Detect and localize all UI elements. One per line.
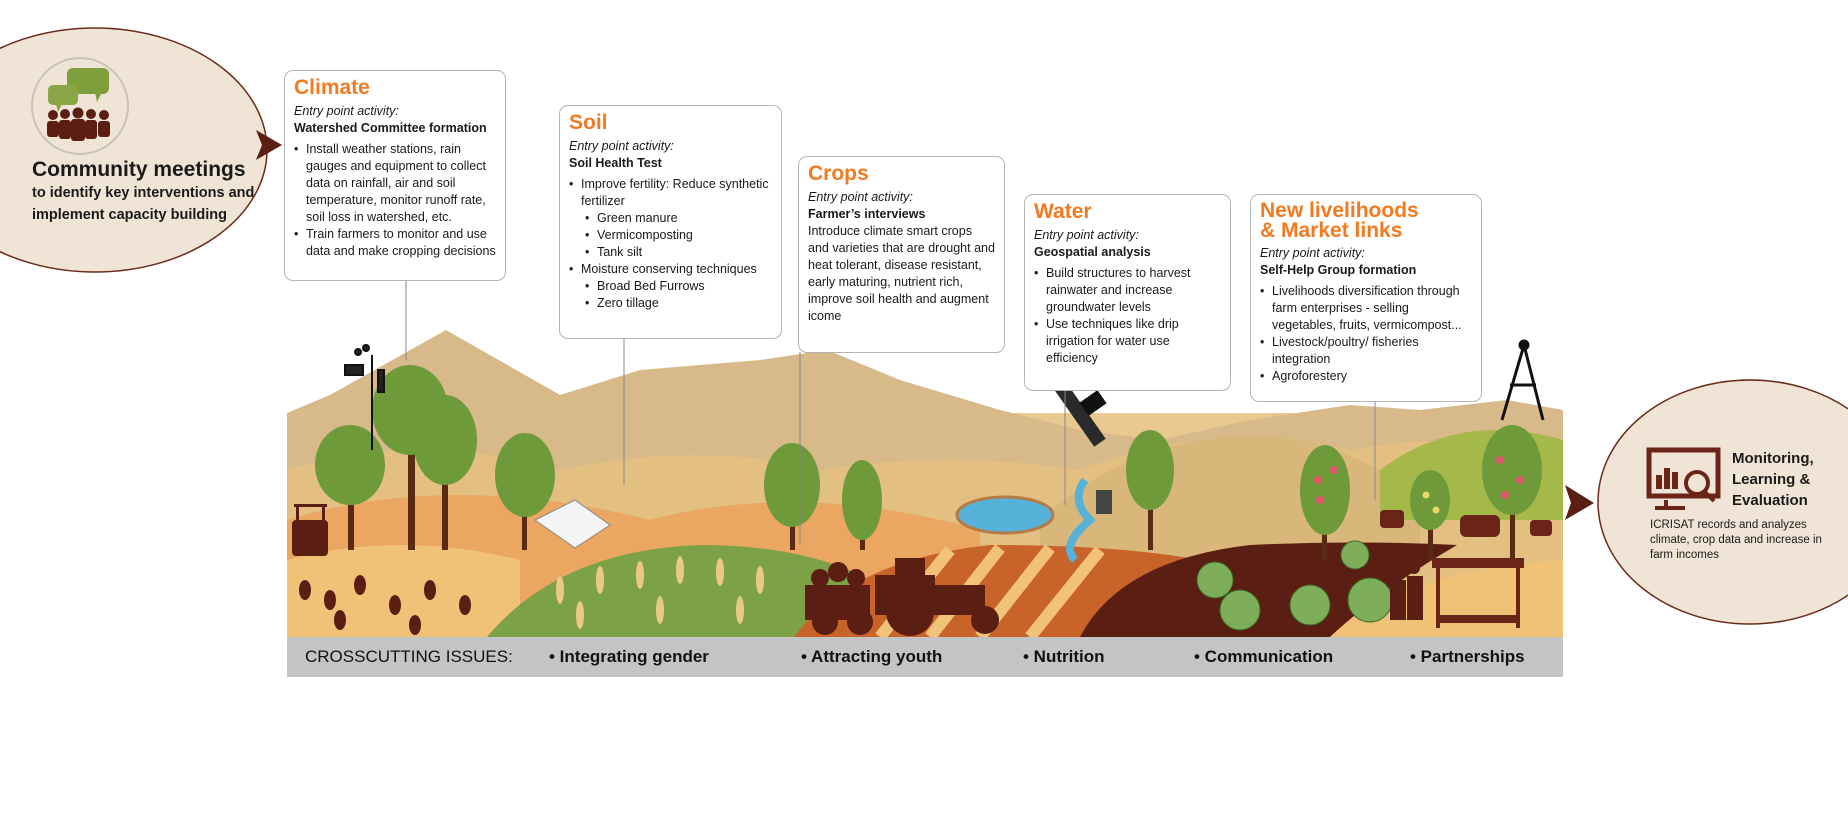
community-subtitle: to identify key interventions and implem…	[32, 185, 255, 223]
water-activity: Geospatial analysis	[1034, 245, 1151, 259]
crosscutting-item: • Attracting youth	[801, 647, 943, 666]
soil-sub-bullet: Tank silt	[585, 244, 772, 261]
livelihoods-activity: Self-Help Group formation	[1260, 263, 1417, 277]
climate-box: Climate Entry point activity: Watershed …	[284, 70, 506, 281]
weather-station-icon	[344, 344, 385, 450]
community-ellipse	[0, 27, 268, 273]
livelihoods-title: New livelihoods& Market links	[1260, 199, 1472, 242]
soil-box: Soil Entry point activity: Soil Health T…	[559, 105, 782, 339]
arrow-right-icon	[1565, 485, 1594, 520]
trees	[315, 365, 1542, 560]
crop-plants	[299, 575, 471, 635]
livestock-icons	[1380, 510, 1552, 537]
soil-sub-bullet: Zero tillage	[585, 295, 772, 312]
tractor-icon	[805, 558, 999, 636]
crosscutting-item: • Communication	[1194, 647, 1334, 666]
entry-label: Entry point activity:	[1034, 228, 1139, 242]
pond	[955, 495, 1055, 535]
livelihoods-title-line1: New livelihoods	[1260, 199, 1419, 222]
greenhouse-icon	[534, 499, 611, 549]
livelihoods-bullet: Livestock/poultry/ fisheries integration	[1260, 334, 1472, 368]
water-title: Water	[1034, 200, 1092, 223]
field-front-left	[287, 545, 520, 637]
soil-bullet: Improve fertility: Reduce synthetic fert…	[569, 176, 772, 261]
soil-bullet-text: Improve fertility: Reduce synthetic fert…	[581, 177, 769, 208]
green-field	[487, 545, 902, 637]
crosscutting-item: • Partnerships	[1410, 647, 1525, 666]
climate-title: Climate	[294, 76, 370, 99]
crops-box: Crops Entry point activity: Farmer’s int…	[798, 156, 1005, 353]
cabbages	[1196, 540, 1393, 631]
climate-bullet: Train farmers to monitor and use data an…	[294, 226, 496, 260]
climate-bullet: Install weather stations, rain gauges an…	[294, 141, 496, 226]
soil-sub-bullet: Broad Bed Furrows	[585, 278, 772, 295]
community-title: Community meetings	[32, 158, 246, 181]
crops-title: Crops	[808, 162, 869, 185]
entry-label: Entry point activity:	[294, 104, 399, 118]
soil-bullet: Moisture conserving techniques Broad Bed…	[569, 261, 772, 312]
mle-ellipse	[1597, 379, 1848, 625]
entry-label: Entry point activity:	[569, 139, 674, 153]
soil-title: Soil	[569, 111, 608, 134]
water-box: Water Entry point activity: Geospatial a…	[1024, 194, 1231, 391]
satellite-icon	[1048, 373, 1107, 447]
entry-label: Entry point activity:	[1260, 246, 1365, 260]
wheat-plants	[556, 556, 764, 629]
crosscutting-item: • Nutrition	[1023, 647, 1105, 666]
livelihoods-title-line2: & Market links	[1260, 219, 1403, 242]
soil-sub-bullet: Vermicomposting	[585, 227, 772, 244]
livelihoods-bullet: Agroforestery	[1260, 368, 1472, 385]
livelihoods-box: New livelihoods& Market links Entry poin…	[1250, 194, 1482, 402]
crops-activity: Farmer’s interviews	[808, 207, 926, 221]
water-bullet: Use techniques like drip irrigation for …	[1034, 316, 1221, 367]
cell-tower-icon	[1500, 339, 1545, 421]
soil-bullet-text: Moisture conserving techniques	[581, 262, 757, 276]
crosscutting-label: CROSSCUTTING ISSUES:	[305, 647, 513, 666]
callout-lines	[405, 280, 1376, 545]
dam-icon	[1096, 490, 1112, 514]
soil-activity: Soil Health Test	[569, 156, 662, 170]
market-stall-icon	[1432, 558, 1524, 628]
soil-sub-bullet: Green manure	[585, 210, 772, 227]
vendors-icon	[1390, 562, 1423, 620]
well-icon	[292, 504, 328, 556]
crosscutting-item: • Integrating gender	[549, 647, 709, 666]
landscape	[287, 280, 1563, 641]
livelihoods-bullet: Livelihoods diversification through farm…	[1260, 283, 1472, 334]
community-meetings: Community meetings to identify key inter…	[32, 158, 272, 226]
climate-activity: Watershed Committee formation	[294, 121, 487, 135]
people-speech-bubbles-icon	[47, 68, 110, 141]
mle-title: Monitoring, Learning & Evaluation	[1732, 450, 1814, 509]
crops-text: Introduce climate smart crops and variet…	[808, 224, 995, 323]
monitor-chart-magnifier-icon	[1646, 447, 1721, 510]
crosscutting-issues-bar: CROSSCUTTING ISSUES: • Integrating gende…	[287, 637, 1563, 677]
mle-text: ICRISAT records and analyzes climate, cr…	[1650, 519, 1822, 561]
arrow-right-icon	[256, 130, 282, 160]
entry-label: Entry point activity:	[808, 190, 913, 204]
stream	[1066, 477, 1096, 563]
water-bullet: Build structures to harvest rainwater an…	[1034, 265, 1221, 316]
